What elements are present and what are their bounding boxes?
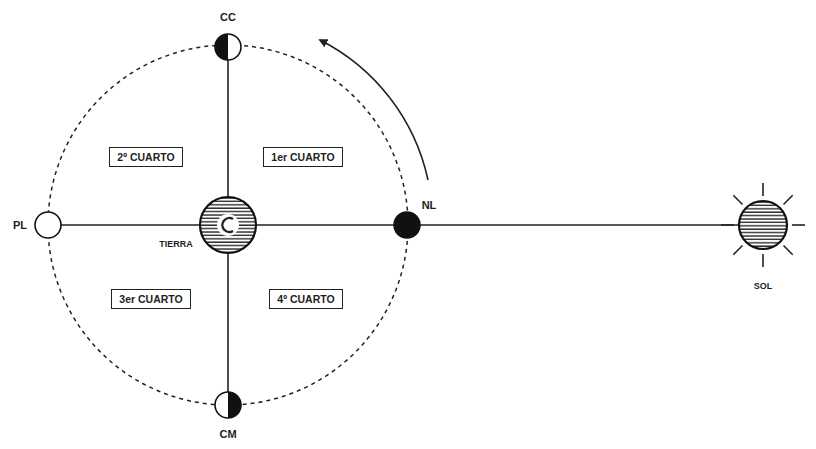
alignment-line [256,224,394,226]
earth-shape [200,197,256,253]
quadrant-label: 4º CUARTO [277,293,334,306]
last-quarter-moon-shape [215,392,241,418]
sun-shape [739,201,787,249]
new-moon: NL [394,212,420,238]
first-quarter-moon: CC [215,34,241,60]
quadrant-box: 4º CUARTO [269,289,342,310]
full-moon: PL [35,212,61,238]
quadrant-box: 2º CUARTO [109,147,182,168]
full-moon-shape [35,212,61,238]
phase-label: SOL [754,282,773,292]
last-quarter-moon: CM [215,392,241,418]
earth: TIERRA [200,197,256,253]
alignment-line [420,224,739,226]
first-quarter-moon-shape [215,34,241,60]
alignment-line [61,224,200,226]
sun: SOL [739,201,787,249]
quadrant-label: 1er CUARTO [271,151,334,164]
phase-label: TIERRA [159,240,193,250]
phase-label: PL [13,219,27,231]
lunar-orbit [48,45,408,405]
new-moon-shape [394,212,420,238]
phase-label: CM [219,428,236,440]
quadrant-box: 1er CUARTO [263,147,342,168]
quadrant-label: 2º CUARTO [117,151,174,164]
quadrant-label: 3er CUARTO [119,293,182,306]
phase-label: NL [422,199,437,211]
quadrant-box: 3er CUARTO [111,289,190,310]
alignment-line [227,253,229,392]
phase-label: CC [220,11,236,23]
alignment-line [227,60,229,197]
